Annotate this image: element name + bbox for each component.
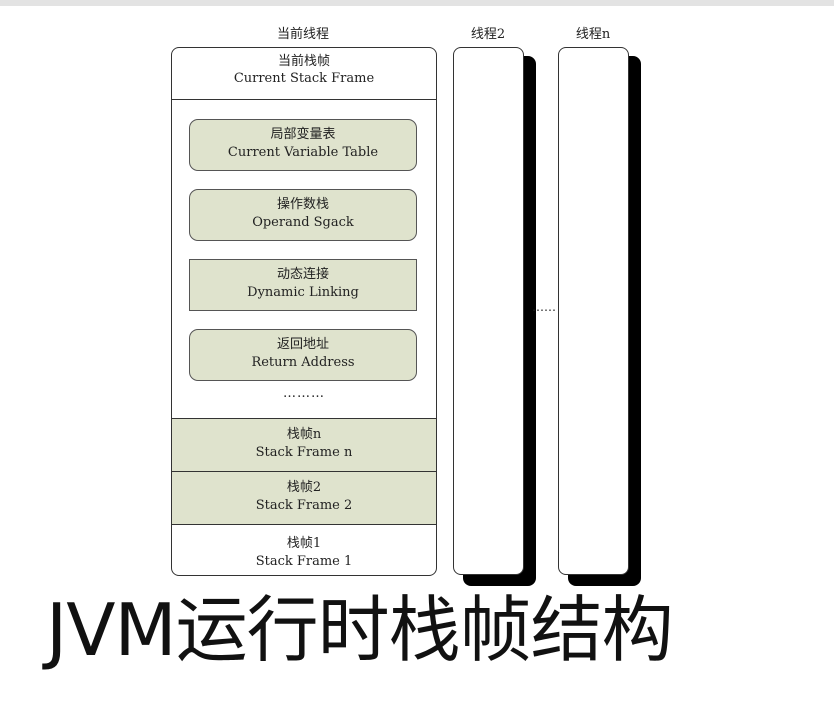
local-variable-table-zh: 局部变量表	[270, 127, 336, 142]
return-address-en: Return Address	[251, 355, 355, 370]
stack-frame-n-zh: 栈帧n	[286, 427, 322, 442]
operand-stack: 操作数栈 Operand Sgack	[189, 189, 417, 241]
local-variable-table-en: Current Variable Table	[227, 145, 379, 160]
operand-stack-en: Operand Sgack	[252, 215, 354, 230]
thread2-label: 线程2	[470, 27, 506, 42]
threadn-stack	[558, 47, 629, 575]
stack-frame-2: 栈帧2 Stack Frame 2	[172, 471, 436, 524]
current-thread-label: 当前线程	[276, 27, 329, 42]
stack-frame-2-zh: 栈帧2	[286, 480, 322, 495]
stack-frame-1-zh: 栈帧1	[286, 536, 322, 551]
diagram-caption: JVM运行时栈帧结构	[46, 588, 674, 672]
current-thread-stack: 当前栈帧 Current Stack Frame 局部变量表 Current V…	[171, 47, 437, 576]
stack-frame-2-en: Stack Frame 2	[255, 498, 353, 513]
current-stack-frame-zh: 当前栈帧	[277, 54, 330, 69]
threadn-label: 线程n	[575, 27, 611, 42]
dynamic-linking: 动态连接 Dynamic Linking	[189, 259, 417, 311]
dynamic-linking-en: Dynamic Linking	[247, 285, 359, 300]
components-ellipsis: ………	[283, 386, 325, 401]
local-variable-table: 局部变量表 Current Variable Table	[189, 119, 417, 171]
current-stack-frame: 当前栈帧 Current Stack Frame	[172, 48, 436, 100]
current-stack-frame-en: Current Stack Frame	[233, 71, 375, 86]
dynamic-linking-zh: 动态连接	[276, 267, 329, 282]
stack-frame-n-en: Stack Frame n	[255, 445, 353, 460]
stack-frame-1-en: Stack Frame 1	[255, 554, 353, 569]
stack-frame-n: 栈帧n Stack Frame n	[172, 418, 436, 471]
threads-ellipsis: ……	[532, 300, 556, 314]
return-address-zh: 返回地址	[276, 337, 329, 352]
stack-frame-1: 栈帧1 Stack Frame 1	[172, 524, 436, 575]
thread2-stack	[453, 47, 524, 575]
operand-stack-zh: 操作数栈	[276, 197, 329, 212]
top-bar	[0, 0, 834, 6]
return-address: 返回地址 Return Address	[189, 329, 417, 381]
